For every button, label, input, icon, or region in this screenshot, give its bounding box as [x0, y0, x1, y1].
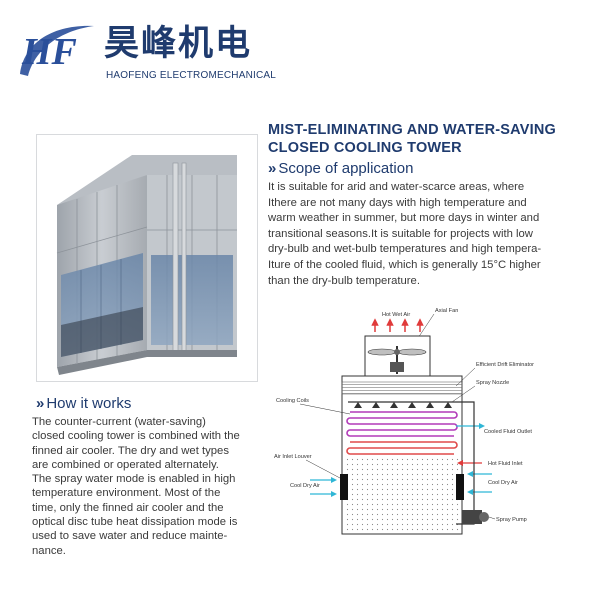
product-title-line-1: MIST-ELIMINATING AND WATER-SAVING	[268, 122, 556, 138]
scope-line: than the dry-bulb temperature.	[268, 274, 420, 287]
scope-paragraph: It is suitable for arid and water-scarce…	[268, 180, 568, 289]
air-inlet-louver-photo	[61, 307, 143, 357]
how-line: The counter-current (water-saving)	[32, 416, 206, 428]
cool-dry-air-arrows-left	[310, 477, 337, 497]
label-cooling-coils: Cooling Coils	[276, 398, 309, 404]
scope-heading: »Scope of application	[268, 160, 413, 177]
label-cooled-fluid-outlet: Cooled Fluid Outlet	[484, 429, 532, 435]
scope-line: warm weather in summer, but more days in…	[268, 212, 540, 225]
how-line: used to save water and reduce mainte-	[32, 530, 228, 543]
label-cool-dry-air-right: Cool Dry Air	[488, 480, 518, 486]
label-spray-nozzle: Spray Nozzle	[476, 380, 509, 386]
how-line: temperature environment. Most of the	[32, 487, 221, 500]
tower-base	[57, 350, 237, 375]
label-axial-fan: Axial Fan	[435, 308, 458, 314]
leader-line	[299, 403, 351, 415]
spray-pump-icon	[462, 510, 489, 524]
scope-line: transitional seasons.It is suitable for …	[268, 227, 533, 240]
leader-line	[305, 459, 341, 479]
product-photo	[36, 134, 258, 382]
tower-roof	[57, 155, 237, 225]
fin-coil-front	[151, 255, 233, 345]
scope-line: dry-bulb and wet-bulb temperatures and h…	[268, 243, 542, 256]
how-paragraph: The counter-current (water-saving) close…	[32, 415, 267, 558]
double-chevron-icon: »	[36, 395, 45, 412]
logo-letters: HF	[21, 31, 77, 73]
label-hot-wet-air: Hot Wet Air	[382, 312, 410, 318]
how-line: The spray water mode is enabled in high	[32, 473, 236, 486]
logo-mark: HF	[20, 25, 94, 76]
label-cool-dry-air-left: Cool Dry Air	[290, 483, 320, 489]
logo-swoosh	[20, 25, 94, 76]
scope-line: It is suitable for arid and water-scarce…	[268, 181, 525, 193]
cooling-coils	[346, 411, 458, 455]
brand-name-cn: 昊峰机电	[104, 24, 253, 64]
product-title: MIST-ELIMINATING AND WATER-SAVING CLOSED…	[268, 121, 588, 157]
leader-line	[455, 367, 476, 387]
fill-media	[344, 458, 460, 532]
label-hot-fluid-inlet: Hot Fluid Inlet	[488, 461, 523, 467]
how-line: finned air cooler. The dry and wet types	[32, 444, 229, 457]
how-line: nance.	[32, 544, 66, 557]
leader-line	[451, 385, 476, 403]
fan-icon	[367, 346, 427, 374]
how-line: closed cooling tower is combined with th…	[32, 430, 240, 443]
double-chevron-icon: »	[268, 160, 277, 177]
how-line: time, only the finned air cooler and the	[32, 501, 224, 514]
label-spray-pump: Spray Pump	[496, 517, 527, 523]
how-heading: »How it works	[36, 395, 131, 412]
leader-line	[417, 313, 435, 339]
scope-line: Iture of the cooled fluid, which is gene…	[268, 258, 541, 271]
label-drift-eliminator: Efficient Drift Eliminator	[476, 362, 534, 368]
brand-name-en: HAOFENG ELECTROMECHANICAL	[106, 70, 277, 81]
working-principle-diagram: Hot Wet Air Axial Fan Efficient Drift El…	[274, 308, 534, 535]
product-title-line-2: CLOSED COOLING TOWER	[268, 140, 462, 156]
leader-line	[488, 516, 496, 520]
hot-wet-air-arrows	[371, 318, 424, 332]
how-line: are combined or operated alternately.	[32, 458, 219, 471]
label-air-inlet-louver: Air Inlet Louver	[274, 454, 312, 460]
cooling-tower-illustration	[56, 155, 237, 375]
scope-line: Ithere are not many days with high tempe…	[268, 196, 527, 209]
air-inlet-louver-right	[456, 474, 464, 500]
scope-heading-text: Scope of application	[278, 160, 414, 177]
vertical-pipe	[172, 162, 179, 354]
vertical-pipe	[181, 162, 187, 354]
drift-eliminator	[341, 381, 463, 395]
how-line: optical disc tube heat dissipation mode …	[32, 516, 238, 529]
spray-nozzles	[354, 402, 452, 408]
air-inlet-louver-left	[340, 474, 348, 500]
how-heading-text: How it works	[46, 395, 132, 412]
